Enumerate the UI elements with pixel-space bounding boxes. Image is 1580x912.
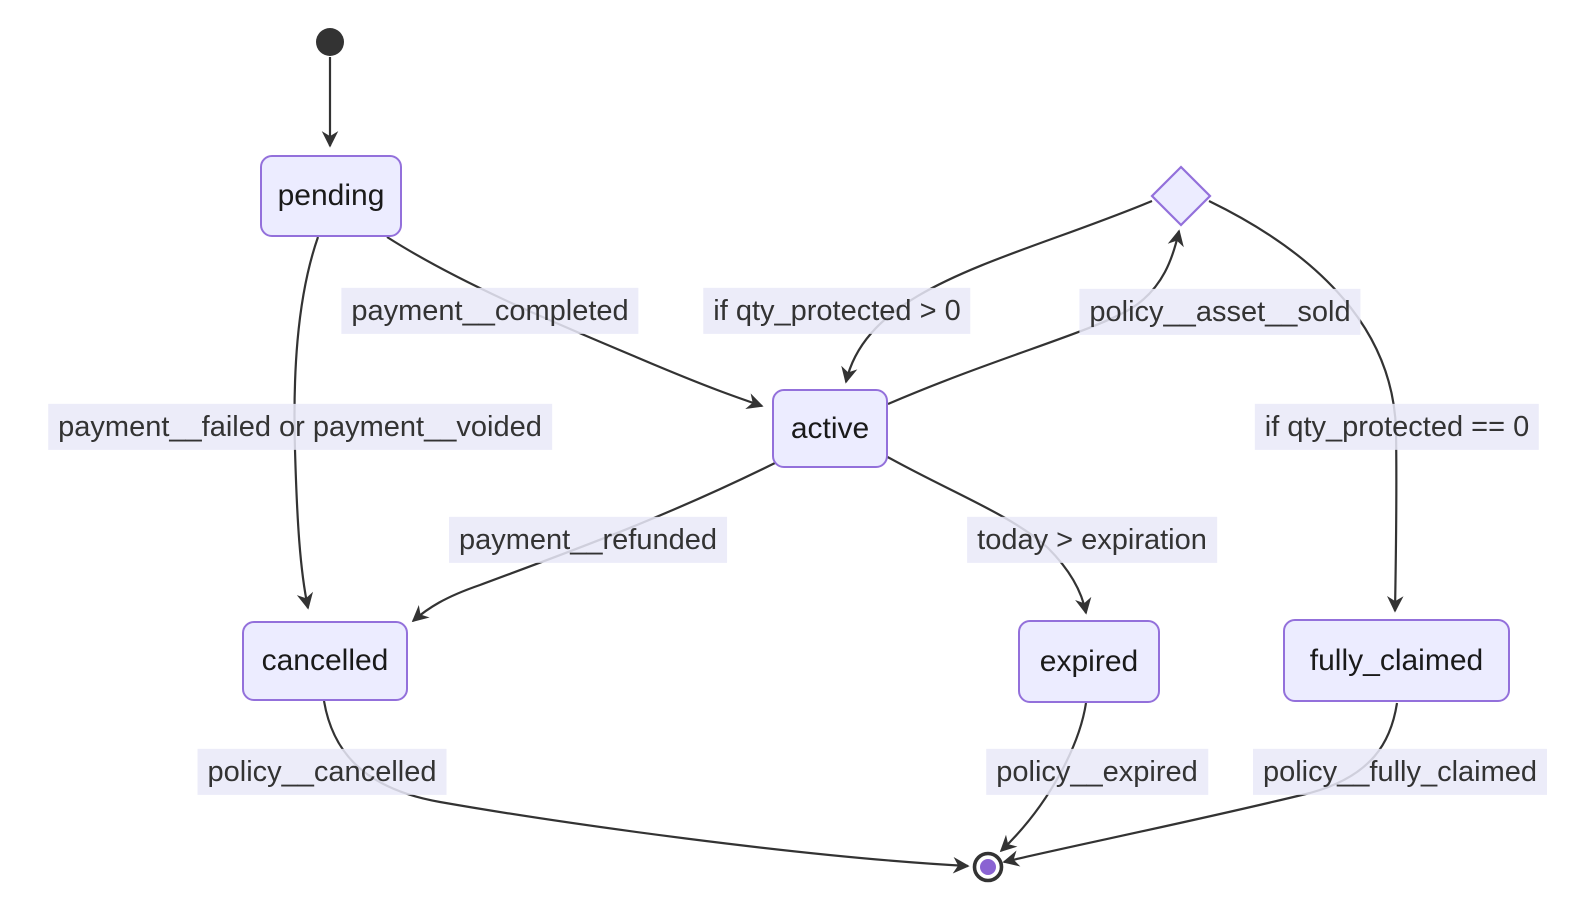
edge-label-if-qty-protected-eq-0: if qty_protected == 0 [1254, 403, 1540, 451]
state-expired: expired [1018, 620, 1160, 703]
state-active: active [772, 389, 888, 468]
final-state-node [972, 851, 1004, 883]
state-fully-claimed: fully_claimed [1283, 619, 1510, 702]
edge-label-if-qty-protected-gt-0: if qty_protected > 0 [703, 287, 971, 335]
choice-diamond-node [1150, 165, 1212, 227]
edge-label-payment-refunded: payment__refunded [449, 516, 727, 564]
edge-label-today-gt-expiration: today > expiration [967, 516, 1217, 564]
edge-pending-to-active [386, 236, 764, 409]
state-pending: pending [260, 155, 402, 237]
edge-label-policy-asset-sold: policy__asset__sold [1079, 288, 1361, 336]
edge-label-policy-expired: policy__expired [986, 748, 1208, 796]
state-cancelled-label: cancelled [261, 644, 389, 677]
initial-state-node [316, 28, 344, 56]
state-active-label: active [790, 411, 870, 445]
edge-label-policy-fully-claimed: policy__fully_claimed [1252, 748, 1548, 796]
final-state-dot [980, 859, 996, 875]
edge-label-payment-completed: payment__completed [341, 287, 639, 335]
edge-fully-claimed-to-final [1002, 702, 1399, 867]
edge-choice-to-active [841, 199, 1153, 384]
edge-label-policy-cancelled: policy__cancelled [197, 748, 447, 796]
edge-label-payment-failed-or-voided: payment__failed or payment__voided [48, 403, 552, 451]
state-expired-label: expired [1039, 644, 1139, 678]
edge-active-to-cancelled [411, 461, 778, 623]
state-fully-claimed-label: fully_claimed [1309, 643, 1484, 677]
state-cancelled: cancelled [242, 621, 408, 701]
state-pending-label: pending [277, 179, 385, 212]
